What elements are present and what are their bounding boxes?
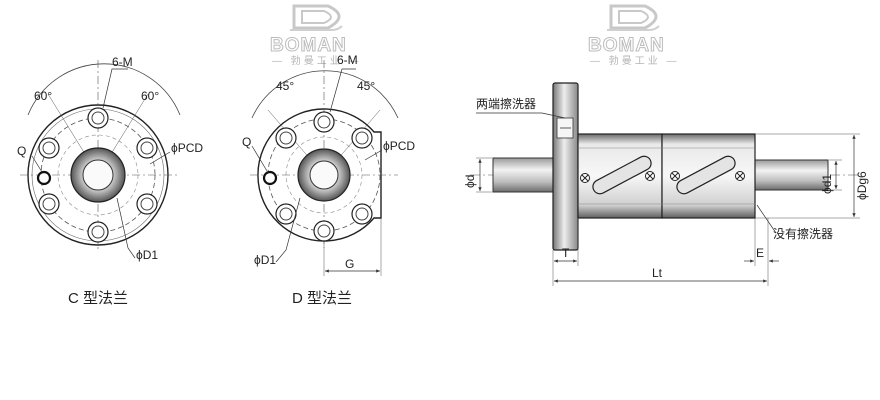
- screw-shaft-right: [754, 159, 829, 191]
- bolt-hole: [87, 221, 109, 243]
- screw-head-icon: [580, 173, 590, 183]
- ball-return-tube: [676, 155, 736, 195]
- bolt-hole: [313, 111, 335, 133]
- flange-c-pcd-label: ϕPCD: [171, 141, 203, 155]
- flange-d-g-label: G: [345, 257, 354, 271]
- flange-c-q-label: Q: [17, 144, 26, 158]
- flange-c-caption: C 型法兰: [68, 290, 128, 307]
- bolt-hole: [275, 127, 297, 149]
- watermark-brand: BOMAN: [270, 35, 347, 56]
- shaft-diameter-d-label: ϕd: [463, 175, 477, 188]
- total-length-lt-label: Lt: [652, 266, 663, 280]
- flange-d-pcd-label: ϕPCD: [383, 139, 415, 153]
- bolt-hole: [351, 127, 373, 149]
- watermark-brand: BOMAN: [588, 35, 665, 56]
- flange-c-view: 6-M 60° 60° ϕPCD Q ϕD1 C 型法兰: [17, 55, 203, 307]
- flange-c-thread-label: 6-M: [112, 55, 133, 69]
- screw-shaft-left: [492, 157, 556, 193]
- side-view: 两端擦洗器 没有擦洗器 ϕd ϕd1 ϕDg6 T E Lt: [463, 82, 869, 286]
- ball-return-tube: [592, 155, 652, 195]
- flange-d-thread-label: 6-M: [337, 53, 358, 67]
- root-diameter-d1-label: ϕd1: [820, 174, 834, 194]
- boman-logo-icon: [290, 4, 343, 31]
- nut-flange: [552, 82, 579, 251]
- bolt-hole: [136, 137, 158, 159]
- wiper-both-ends-label: 两端擦洗器: [476, 97, 536, 111]
- boman-logo-icon: [607, 4, 660, 31]
- no-wiper-label: 没有擦洗器: [773, 226, 833, 241]
- flange-c-angle-right: 60°: [141, 89, 159, 103]
- bolt-hole: [38, 193, 60, 215]
- watermark-left: BOMAN — 勃曼工业 —: [270, 4, 362, 67]
- flange-d-view: 6-M 45° 45° ϕPCD Q ϕD1 G D 型法兰: [242, 53, 415, 307]
- flange-d-caption: D 型法兰: [292, 290, 352, 307]
- flange-d-d1-label: ϕD1: [254, 253, 276, 267]
- watermark-right: BOMAN — 勃曼工业 —: [588, 4, 680, 67]
- screw-head-icon: [670, 171, 680, 181]
- flange-thickness-t-label: T: [562, 246, 570, 260]
- bolt-hole: [313, 220, 335, 242]
- screw-head-icon: [735, 171, 745, 181]
- bolt-hole: [351, 203, 373, 225]
- bolt-hole: [275, 203, 297, 225]
- watermark-tagline: — 勃曼工业 —: [590, 54, 680, 67]
- bolt-hole: [87, 107, 109, 129]
- flange-d-angle-right: 45°: [357, 79, 375, 93]
- flange-d-angle-left: 45°: [276, 79, 294, 93]
- flange-d-q-label: Q: [242, 135, 251, 149]
- bolt-hole: [38, 137, 60, 159]
- flange-c-d1-label: ϕD1: [136, 248, 158, 262]
- screw-head-icon: [645, 171, 655, 181]
- oil-hole-q: [36, 170, 52, 186]
- bolt-hole: [136, 193, 158, 215]
- dimension-e-label: E: [756, 246, 764, 260]
- nut-diameter-dg6-label: ϕDg6: [855, 171, 869, 200]
- watermark-tagline: — 勃曼工业 —: [272, 54, 362, 67]
- flange-c-angle-left: 60°: [34, 89, 52, 103]
- oil-hole-q: [262, 170, 278, 186]
